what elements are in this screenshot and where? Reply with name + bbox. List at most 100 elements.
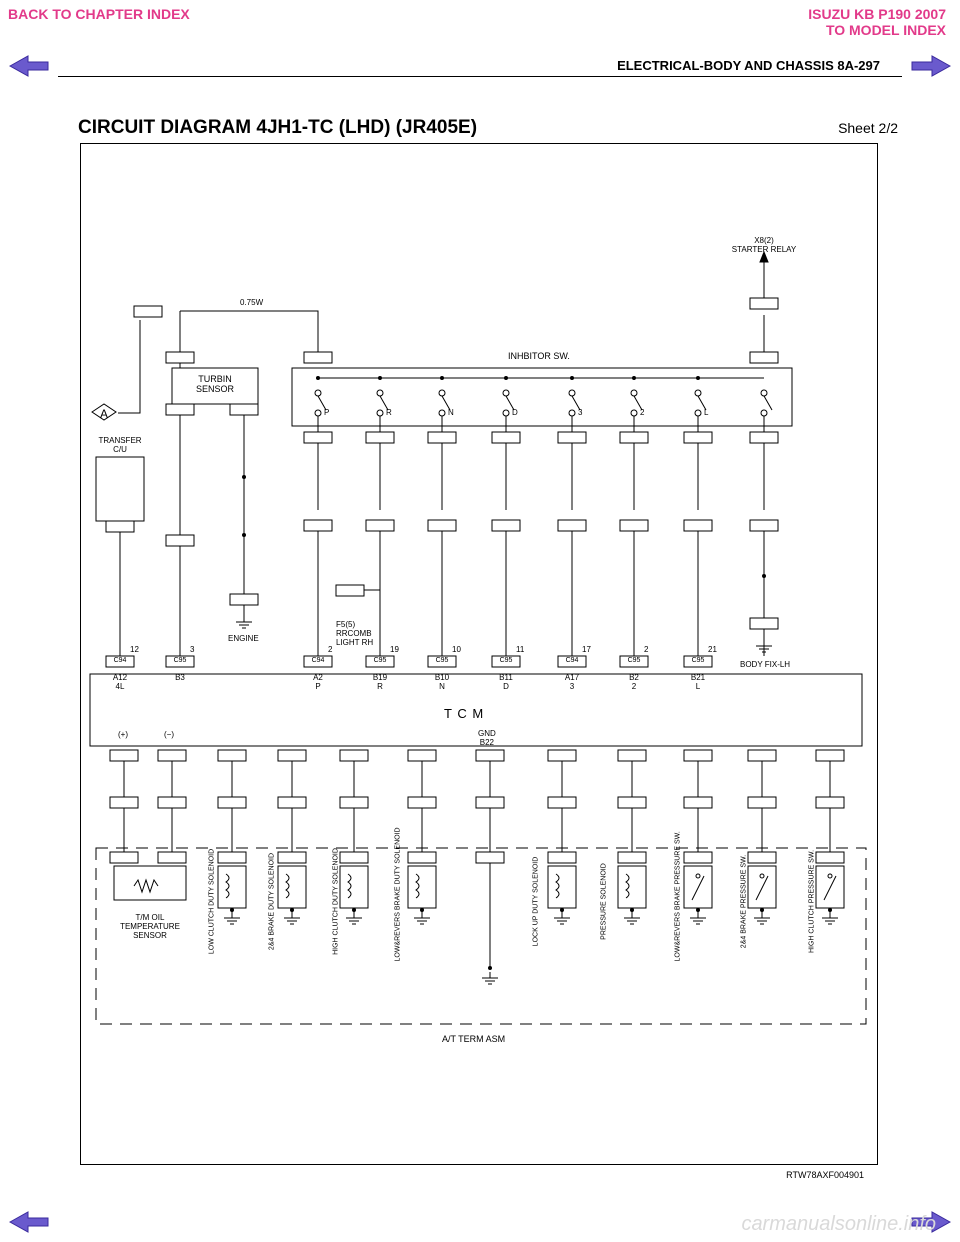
body-fix-label: BODY FIX-LH	[740, 660, 791, 669]
component-label: HIGH CLUTCH PRESSURE SW.	[808, 849, 816, 954]
tcm-label: T C M	[444, 706, 485, 721]
switch-lever	[697, 395, 707, 411]
component-label: PRESSURE SOLENOID	[600, 863, 608, 940]
splice-dot	[290, 908, 294, 912]
tcm-top-pin: 19	[390, 645, 399, 654]
switch-contact	[568, 409, 576, 417]
connector-c95-bottom	[747, 749, 777, 762]
terminal-ref: B10	[434, 673, 450, 682]
next-page-arrow-icon-bottom[interactable]	[910, 1210, 952, 1234]
gnd-label: GND B22	[478, 729, 496, 747]
switch-contact	[314, 409, 322, 417]
tcm-top-pin: 11	[516, 645, 525, 654]
tcm-top-pin: 17	[582, 645, 591, 654]
tcm-top-pin: 3	[190, 645, 195, 654]
terminal-ref: A17	[564, 673, 580, 682]
solenoid-coil	[625, 873, 630, 899]
gnd-line2: B22	[479, 738, 494, 747]
connector-c95-bottom	[547, 749, 577, 762]
prev-page-arrow-icon-bottom[interactable]	[8, 1210, 50, 1234]
sheet-number: Sheet 2/2	[838, 120, 898, 136]
section-header: ELECTRICAL-BODY AND CHASSIS 8A-297	[617, 58, 880, 73]
diagram-frame	[80, 143, 878, 1165]
switch-lever	[505, 395, 515, 411]
connector-c95-bottom	[815, 749, 845, 762]
connector-h5-top	[749, 297, 779, 310]
solenoid-coil	[555, 873, 560, 899]
connector-e54	[217, 851, 247, 864]
switch-contact	[760, 389, 768, 397]
connector-e51	[619, 431, 649, 444]
connector-h4-bottom	[747, 796, 777, 809]
switch-contact	[630, 389, 638, 397]
connector-c95-bottom	[683, 749, 713, 762]
connector-tcm-top	[427, 655, 457, 668]
connector-h4-bottom	[277, 796, 307, 809]
terminal-func: 3	[569, 682, 575, 691]
terminal-func: 2	[631, 682, 637, 691]
pressure-switch-contact	[759, 873, 765, 879]
marker-a-shape	[91, 403, 117, 421]
connector-h	[557, 519, 587, 532]
tcm-top-pin: 12	[130, 645, 139, 654]
connector-e54	[109, 851, 139, 864]
splice-dot	[696, 908, 700, 912]
switch-lever	[317, 395, 327, 411]
connector-e54	[617, 851, 647, 864]
prev-page-arrow-icon[interactable]	[8, 54, 50, 78]
switch-contact	[314, 389, 322, 397]
connector-e10	[229, 593, 259, 606]
back-to-chapter-link[interactable]: BACK TO CHAPTER INDEX	[8, 6, 190, 22]
tcm-top-connector-label: C95	[627, 657, 641, 664]
splice-dot	[440, 376, 444, 380]
connector-c109	[749, 617, 779, 630]
connector-e54	[277, 851, 307, 864]
switch-contact	[438, 389, 446, 397]
switch-lever	[633, 395, 643, 411]
switch-contact	[694, 389, 702, 397]
switch-lever	[763, 395, 773, 411]
component-label: LOCK UP DUTY SOLENOID	[532, 856, 540, 947]
switch-contact	[760, 409, 768, 417]
splice-dot	[630, 908, 634, 912]
splice-dot	[696, 376, 700, 380]
component-label: HIGH CLUTCH DUTY SOLENOID	[332, 848, 340, 955]
tcm-top-pin: 10	[452, 645, 461, 654]
splice-dot	[760, 908, 764, 912]
splice-dot	[352, 908, 356, 912]
connector-e54	[683, 851, 713, 864]
splice-dot	[488, 966, 492, 970]
tm-oil-line2: TEMPERATURE	[120, 922, 180, 931]
splice-dot	[316, 376, 320, 380]
model-index-link[interactable]: ISUZU KB P190 2007 TO MODEL INDEX	[808, 6, 946, 38]
pressure-switch	[823, 875, 837, 901]
component-body	[617, 865, 647, 909]
inhibitor-position-P: P	[324, 408, 330, 417]
connector-h4-bottom	[407, 796, 437, 809]
switch-lever	[379, 395, 389, 411]
connector-e31	[165, 403, 195, 416]
connector-e51-left	[303, 351, 333, 364]
connector-h5-left	[133, 305, 163, 318]
connector-h4-bottom	[547, 796, 577, 809]
thermistor-symbol	[133, 878, 159, 894]
splice-dot	[378, 376, 382, 380]
connector-e54	[547, 851, 577, 864]
terminal-ref: B19	[372, 673, 388, 682]
splice-dot	[560, 908, 564, 912]
transfer-line1: TRANSFER	[98, 436, 142, 445]
component-label: LOW&REVERS BRAKE PRESSURE SW.	[674, 831, 682, 962]
connector-c95-bottom	[407, 749, 437, 762]
inhibitor-position-N: N	[448, 408, 454, 417]
connector-h4-bottom	[683, 796, 713, 809]
next-page-arrow-icon[interactable]	[910, 54, 952, 78]
tcm-top-connector-label: C95	[435, 657, 449, 664]
pressure-switch	[755, 875, 769, 901]
connector-tcm-top	[303, 655, 333, 668]
